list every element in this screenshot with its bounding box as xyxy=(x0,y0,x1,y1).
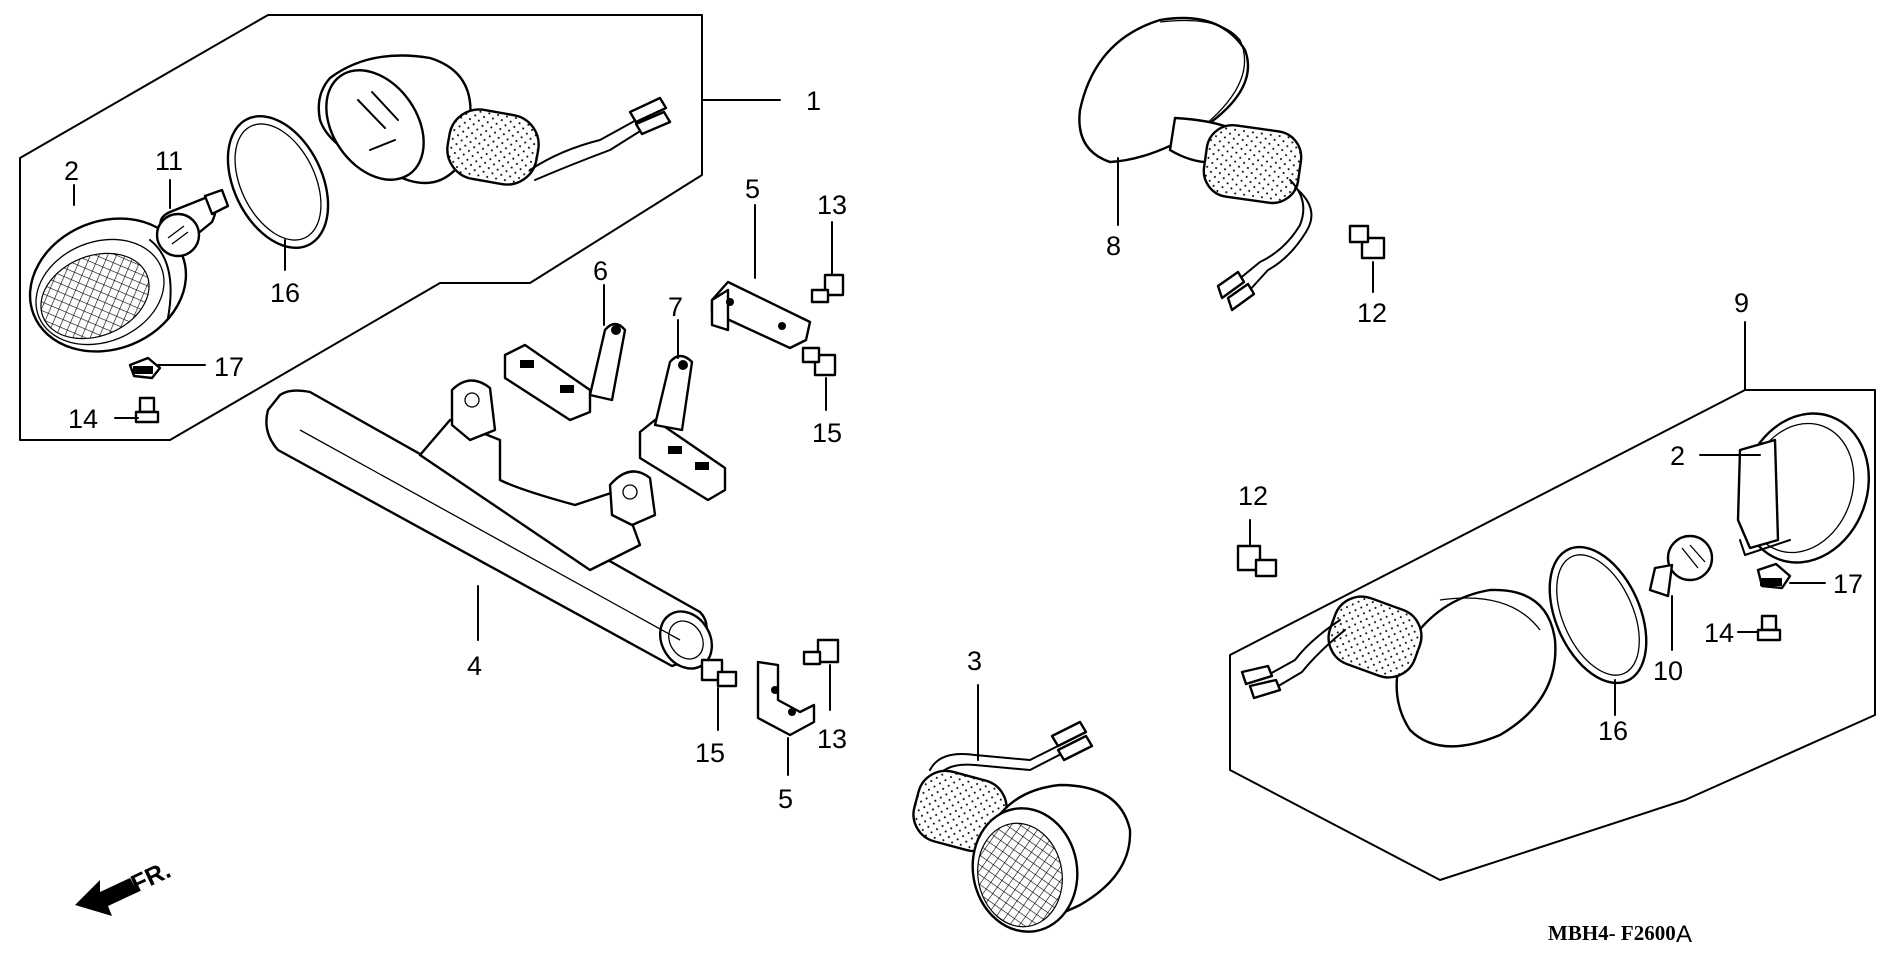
front-left-winker-assembly-box xyxy=(19,14,703,441)
callout-17-right: 17 xyxy=(1833,569,1863,599)
gasket-ring-16-left xyxy=(226,114,330,250)
callout-11: 11 xyxy=(155,146,183,176)
callout-6: 6 xyxy=(593,256,608,286)
callout-15: 15 xyxy=(812,418,842,448)
winker-assembly-3 xyxy=(912,720,1132,933)
screw-15-lower xyxy=(700,658,738,688)
bracket-6 xyxy=(503,322,627,422)
callout-14: 14 xyxy=(68,404,98,434)
callout-12-lower: 12 xyxy=(1238,481,1268,511)
screw-13-upper xyxy=(810,273,845,304)
callout-2-right: 2 xyxy=(1670,441,1685,471)
screw-12-lower xyxy=(1236,544,1278,578)
callout-8: 8 xyxy=(1106,231,1121,261)
callout-13-lower: 13 xyxy=(817,724,847,754)
diagram-revision: A xyxy=(1676,921,1692,948)
winker-housing-rear-right xyxy=(1240,588,1557,748)
screw-14-left xyxy=(134,396,160,424)
leader-lines xyxy=(73,99,1826,776)
winker-housing-8 xyxy=(1078,16,1313,312)
clip-nut-17-left xyxy=(128,356,162,380)
callout-1: 1 xyxy=(806,86,821,116)
callout-5: 5 xyxy=(745,174,760,204)
callout-12: 12 xyxy=(1357,298,1387,328)
bulb-10 xyxy=(1648,534,1714,598)
winker-stay-bracket-4 xyxy=(265,379,714,670)
screw-14-right xyxy=(1756,614,1782,642)
callout-15-lower: 15 xyxy=(695,738,725,768)
callout-16-right: 16 xyxy=(1598,716,1628,746)
winker-lens-rear-right xyxy=(1736,412,1870,564)
screw-13-lower xyxy=(802,638,840,666)
callout-17: 17 xyxy=(214,352,244,382)
bracket-5-lower xyxy=(756,660,816,737)
callout-9: 9 xyxy=(1734,288,1749,318)
screw-12-upper xyxy=(1348,224,1386,260)
callout-16: 16 xyxy=(270,278,300,308)
callout-4: 4 xyxy=(467,651,482,681)
callout-13: 13 xyxy=(817,190,847,220)
bulb-11 xyxy=(155,188,230,258)
screw-15-upper xyxy=(801,346,837,377)
bracket-7 xyxy=(638,354,727,502)
winker-housing-front-left xyxy=(317,54,672,186)
callout-3: 3 xyxy=(967,646,982,676)
callout-7: 7 xyxy=(668,292,683,322)
rear-right-winker-assembly-box xyxy=(1229,389,1876,881)
bracket-5-upper xyxy=(710,280,812,350)
clip-nut-17-right xyxy=(1756,562,1792,590)
winker-lens-front-left xyxy=(28,217,188,353)
callout-2: 2 xyxy=(64,156,79,186)
callout-14-right: 14 xyxy=(1704,618,1734,648)
callout-labels: 1 2 11 16 17 14 5 13 6 7 15 4 15 13 5 8 … xyxy=(64,86,1863,814)
callout-10: 10 xyxy=(1653,656,1683,686)
callout-5-lower: 5 xyxy=(778,784,793,814)
gasket-ring-16-right xyxy=(1548,545,1648,685)
diagram-code: MBH4- F2600 xyxy=(1548,921,1676,945)
front-direction-arrow-icon: FR. xyxy=(75,856,175,916)
